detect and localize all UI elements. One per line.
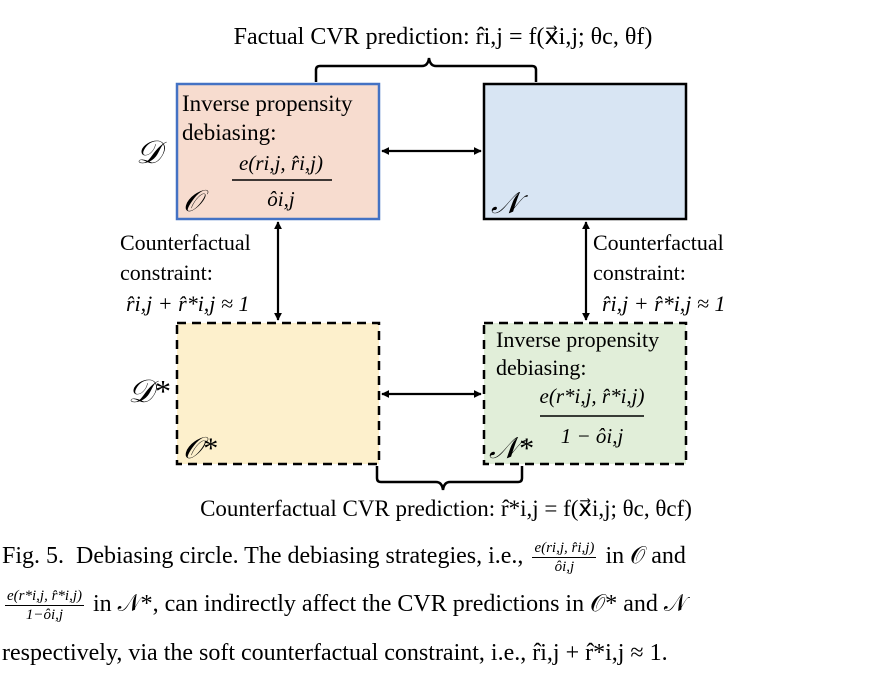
caption-line-1: Fig. 5. Debiasing circle. The debiasing … (2, 540, 878, 575)
caption-part4: respectively, via the soft counterfactua… (2, 640, 668, 666)
caption-part3: in 𝒩*, can indirectly affect the CVR pre… (93, 591, 687, 618)
box-O-frac-den: ôi,j (267, 187, 295, 211)
box-N (482, 82, 688, 221)
box-N-star-line1: Inverse propensity (496, 327, 659, 352)
left-constraint-formula: r̂i,j + r̂*i,j ≈ 1 (126, 291, 250, 316)
box-N-star (482, 321, 688, 466)
right-constraint-line1: Counterfactual (593, 230, 724, 255)
box-N-star-frac-den: 1 − ôi,j (561, 424, 624, 448)
caption-frac2-den: 1−ôi,j (25, 607, 64, 623)
box-N-star-symbol: 𝒩* (489, 432, 533, 465)
debiasing-circle-diagram: Factual CVR prediction: r̂i,j = f(x⃗i,j;… (120, 24, 726, 521)
box-O-star-symbol: 𝒪* (183, 432, 217, 465)
top-brace (314, 57, 538, 82)
caption-frac2-num: e(r*i,j, r̂*i,j) (5, 588, 84, 606)
factual-prediction-label: Factual CVR prediction: r̂i,j = f(x⃗i,j;… (234, 24, 653, 50)
set-label-D-star: 𝒟* (128, 373, 170, 409)
box-O-line2: debiasing: (182, 120, 277, 145)
counterfactual-prediction-label: Counterfactual CVR prediction: r̂*i,j = … (200, 496, 692, 521)
box-O-line1: Inverse propensity (182, 91, 353, 116)
caption-line-2: e(r*i,j, r̂*i,j) 1−ôi,j in 𝒩*, can indir… (2, 588, 878, 623)
left-constraint-line2: constraint: (120, 260, 213, 285)
set-label-D: 𝒟 (136, 134, 167, 170)
caption-frac1-den: ôi,j (554, 559, 575, 575)
bottom-brace (375, 466, 524, 491)
caption-part1: Debiasing circle. The debiasing strategi… (76, 543, 524, 570)
caption-frac1-num: e(ri,j, r̂i,j) (532, 540, 597, 558)
right-constraint-line2: constraint: (593, 260, 686, 285)
caption-line-3: respectively, via the soft counterfactua… (2, 638, 878, 668)
right-constraint-formula: r̂i,j + r̂*i,j ≈ 1 (602, 291, 726, 316)
caption-prefix: Fig. 5. (2, 543, 65, 570)
caption-part2: in 𝒪 and (605, 543, 686, 570)
box-N-star-line2: debiasing: (496, 355, 586, 380)
box-O-star (175, 321, 381, 466)
box-O-frac-num: e(ri,j, r̂i,j) (239, 151, 323, 175)
box-O (175, 82, 381, 221)
box-N-star-frac-num: e(r*i,j, r̂*i,j) (540, 384, 645, 408)
caption-frac1: e(ri,j, r̂i,j) ôi,j (532, 540, 597, 575)
caption-frac2: e(r*i,j, r̂*i,j) 1−ôi,j (5, 588, 84, 623)
left-constraint-line1: Counterfactual (120, 230, 251, 255)
